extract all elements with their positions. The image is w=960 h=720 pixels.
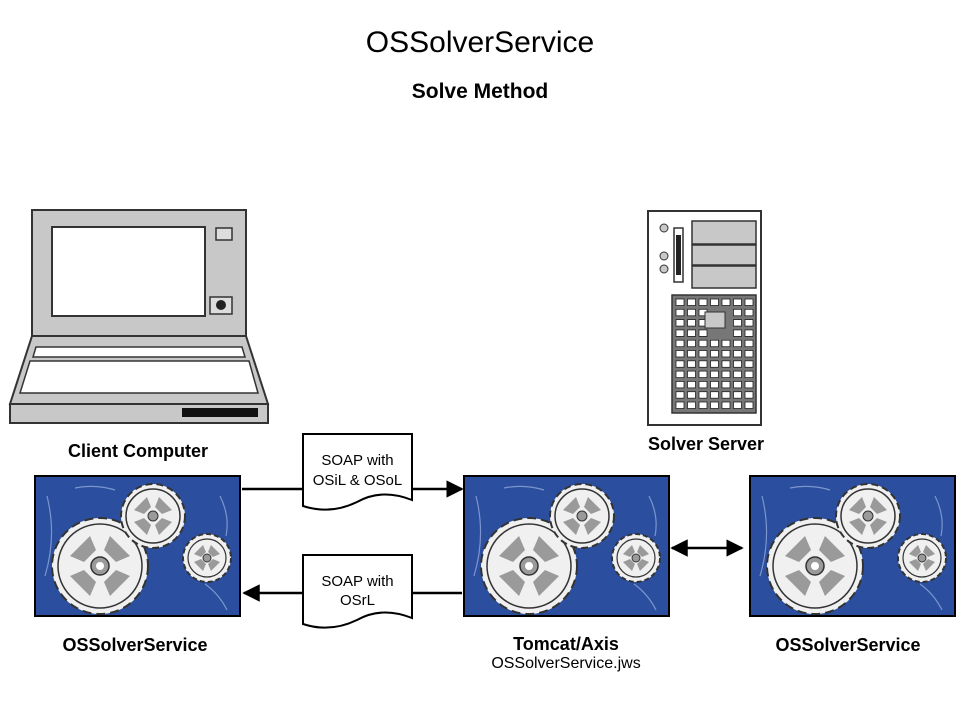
server-panel-cell	[698, 391, 708, 399]
server-panel-cell	[675, 380, 685, 389]
server-panel-cell	[744, 339, 754, 348]
request-message-line2: OSiL & OSoL	[312, 472, 403, 489]
server-tower-icon	[647, 210, 762, 426]
server-panel-cell	[687, 319, 696, 327]
server-panel-cell	[687, 329, 696, 337]
server-panel-cell	[698, 350, 708, 358]
server-panel-cell	[710, 380, 719, 389]
middle-service-file-label: OSSolverService.jws	[491, 655, 641, 672]
server-panel-cell	[733, 360, 742, 368]
server-panel-cell	[687, 350, 696, 358]
server-panel-cell	[675, 370, 685, 379]
server-panel-cell	[721, 380, 731, 389]
server-panel-cell	[710, 370, 719, 379]
page-title: OSSolverService	[365, 26, 595, 59]
server-panel-cell	[698, 380, 708, 389]
server-panel-cell	[675, 350, 685, 358]
server-panel-cell	[687, 401, 696, 409]
response-message-line1: SOAP with	[321, 573, 394, 590]
client-service-label: OSSolverService	[62, 635, 208, 655]
server-panel-cell	[744, 360, 754, 368]
server-panel-cell	[687, 308, 696, 317]
server-panel-cell	[733, 350, 742, 358]
server-panel-cell	[733, 370, 742, 379]
server-panel-cell	[710, 391, 719, 399]
server-panel-cell	[675, 329, 685, 337]
server-panel-cell	[698, 329, 708, 337]
server-service-gears-icon	[749, 475, 956, 617]
page-subtitle: Solve Method	[411, 80, 549, 103]
server-panel-cell	[710, 298, 719, 306]
server-panel-cell	[721, 350, 731, 358]
server-panel-cell	[698, 401, 708, 409]
server-panel-cell	[698, 370, 708, 379]
server-panel-cell	[744, 298, 754, 306]
server-panel-cell	[675, 308, 685, 317]
middle-service-label: Tomcat/Axis	[513, 634, 619, 654]
server-panel-cell	[721, 401, 731, 409]
server-panel-cell	[687, 339, 696, 348]
middle-service-gears-icon	[463, 475, 670, 617]
server-panel-cell	[710, 339, 719, 348]
server-panel-cell	[721, 339, 731, 348]
laptop-icon	[8, 209, 270, 424]
response-document-icon	[302, 554, 413, 629]
server-service-label: OSSolverService	[775, 635, 921, 655]
client-service-gears-icon	[34, 475, 241, 617]
server-panel-cell	[698, 298, 708, 306]
server-panel-cell	[698, 339, 708, 348]
solver-server-label: Solver Server	[647, 434, 765, 454]
client-computer-label: Client Computer	[67, 441, 208, 461]
server-panel-cell	[675, 339, 685, 348]
server-panel-cell	[721, 360, 731, 368]
response-message-line2: OSrL	[339, 592, 375, 609]
server-panel-cell	[721, 370, 731, 379]
server-panel-cell	[733, 329, 742, 337]
server-panel-cell	[710, 401, 719, 409]
server-panel-cell	[687, 298, 696, 306]
server-panel-cell	[744, 380, 754, 389]
request-message-line1: SOAP with	[321, 452, 394, 469]
server-panel-cell	[687, 391, 696, 399]
server-panel-cell	[733, 401, 742, 409]
server-panel-cell	[710, 360, 719, 368]
request-document-icon	[302, 433, 413, 511]
server-panel-cell	[733, 380, 742, 389]
server-panel-cell	[733, 308, 742, 317]
server-panel-cell	[687, 370, 696, 379]
server-panel-cell	[733, 339, 742, 348]
server-panel-cell	[675, 298, 685, 306]
server-panel-cell	[744, 370, 754, 379]
server-panel-cell	[721, 391, 731, 399]
server-panel-cell	[698, 360, 708, 368]
server-panel-cell	[744, 350, 754, 358]
server-panel-cell	[687, 360, 696, 368]
server-panel-cell	[744, 308, 754, 317]
server-panel-cell	[675, 360, 685, 368]
server-panel-cell	[744, 319, 754, 327]
server-panel-cell	[687, 380, 696, 389]
server-panel-cell	[744, 329, 754, 337]
server-panel-cell	[710, 350, 719, 358]
server-panel-cell	[675, 319, 685, 327]
server-panel-cell	[733, 391, 742, 399]
server-panel-cell	[744, 401, 754, 409]
server-panel-cell	[744, 391, 754, 399]
server-panel-cell	[675, 391, 685, 399]
server-panel-cell	[675, 401, 685, 409]
server-panel-cell	[721, 298, 731, 306]
server-panel-cell	[733, 298, 742, 306]
server-panel-cell	[733, 319, 742, 327]
